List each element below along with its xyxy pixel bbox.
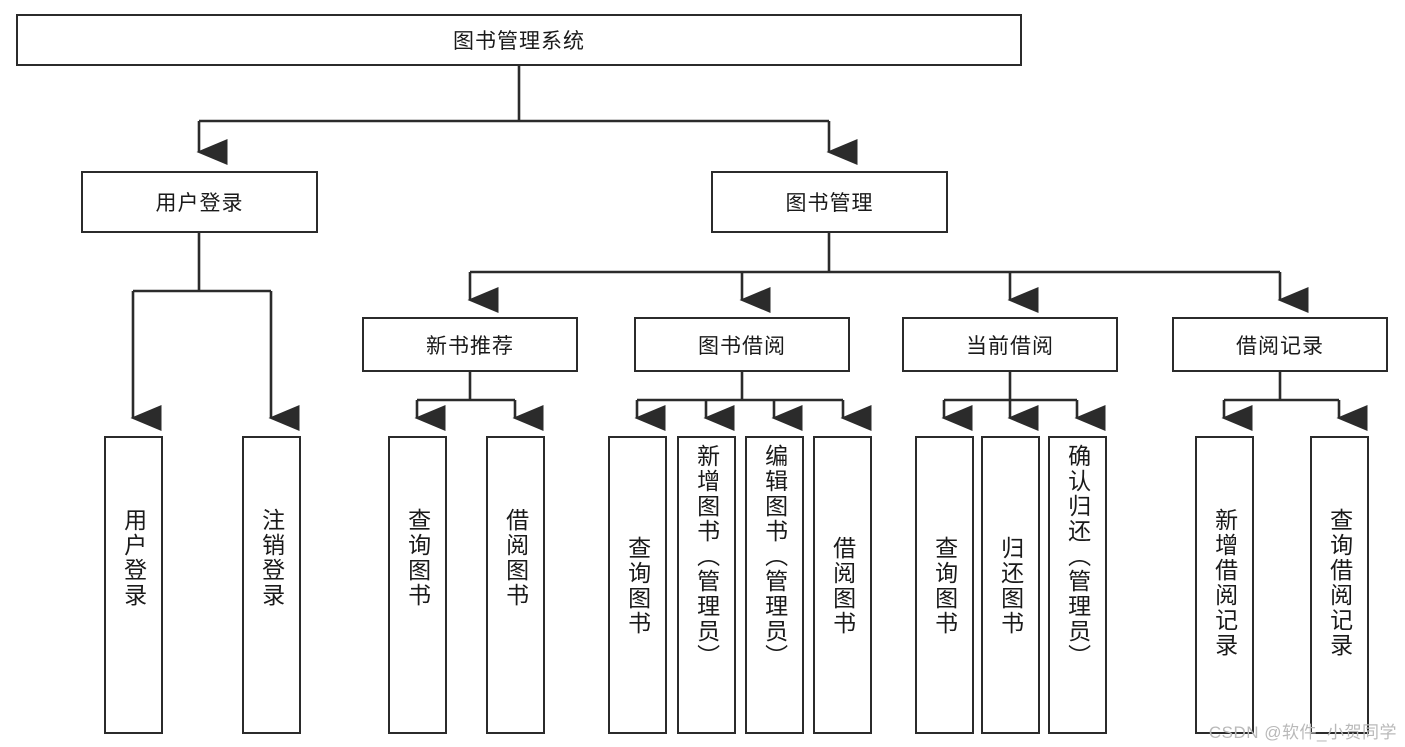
leaf-query-book-2[interactable]: 查询图书 [608, 436, 667, 734]
leaf-add-book[interactable]: 新增图书（管理员） [677, 436, 736, 734]
leaf-confirm-return-label: 确认归还（管理员） [1064, 444, 1091, 669]
leaf-borrow-book-1-label: 借阅图书 [502, 508, 529, 608]
leaf-query-book-1[interactable]: 查询图书 [388, 436, 447, 734]
leaf-edit-book[interactable]: 编辑图书（管理员） [745, 436, 804, 734]
leaf-borrow-book-1[interactable]: 借阅图书 [486, 436, 545, 734]
leaf-borrow-book-2-label: 借阅图书 [829, 536, 856, 636]
node-current-borrow[interactable]: 当前借阅 [902, 317, 1118, 372]
leaf-return-book-label: 归还图书 [997, 536, 1024, 636]
node-book-management[interactable]: 图书管理 [711, 171, 948, 233]
watermark: CSDN @软件_小贺同学 [1208, 723, 1397, 742]
leaf-query-record[interactable]: 查询借阅记录 [1310, 436, 1369, 734]
leaf-query-book-2-label: 查询图书 [624, 536, 651, 636]
leaf-add-record[interactable]: 新增借阅记录 [1195, 436, 1254, 734]
node-new-book-recommend[interactable]: 新书推荐 [362, 317, 578, 372]
node-current-borrow-label: 当前借阅 [966, 334, 1054, 358]
node-book-borrow-label: 图书借阅 [698, 334, 786, 358]
leaf-logout-login-label: 注销登录 [258, 508, 285, 608]
leaf-confirm-return[interactable]: 确认归还（管理员） [1048, 436, 1107, 734]
leaf-query-record-label: 查询借阅记录 [1326, 508, 1353, 658]
node-root[interactable]: 图书管理系统 [16, 14, 1022, 66]
node-book-management-label: 图书管理 [785, 192, 874, 215]
leaf-user-login-label: 用户登录 [120, 508, 147, 608]
node-book-borrow[interactable]: 图书借阅 [634, 317, 850, 372]
node-user-login-label: 用户登录 [155, 192, 244, 215]
node-user-login[interactable]: 用户登录 [81, 171, 318, 233]
node-root-label: 图书管理系统 [453, 30, 585, 53]
leaf-edit-book-label: 编辑图书（管理员） [761, 444, 788, 669]
leaf-query-book-3[interactable]: 查询图书 [915, 436, 974, 734]
leaf-query-book-1-label: 查询图书 [404, 508, 431, 608]
leaf-add-book-label: 新增图书（管理员） [693, 444, 720, 669]
leaf-return-book[interactable]: 归还图书 [981, 436, 1040, 734]
node-borrow-record-label: 借阅记录 [1236, 334, 1324, 358]
leaf-add-record-label: 新增借阅记录 [1211, 508, 1238, 658]
leaf-user-login[interactable]: 用户登录 [104, 436, 163, 734]
node-new-book-recommend-label: 新书推荐 [426, 334, 514, 358]
leaf-query-book-3-label: 查询图书 [931, 536, 958, 636]
leaf-borrow-book-2[interactable]: 借阅图书 [813, 436, 872, 734]
leaf-logout-login[interactable]: 注销登录 [242, 436, 301, 734]
node-borrow-record[interactable]: 借阅记录 [1172, 317, 1388, 372]
